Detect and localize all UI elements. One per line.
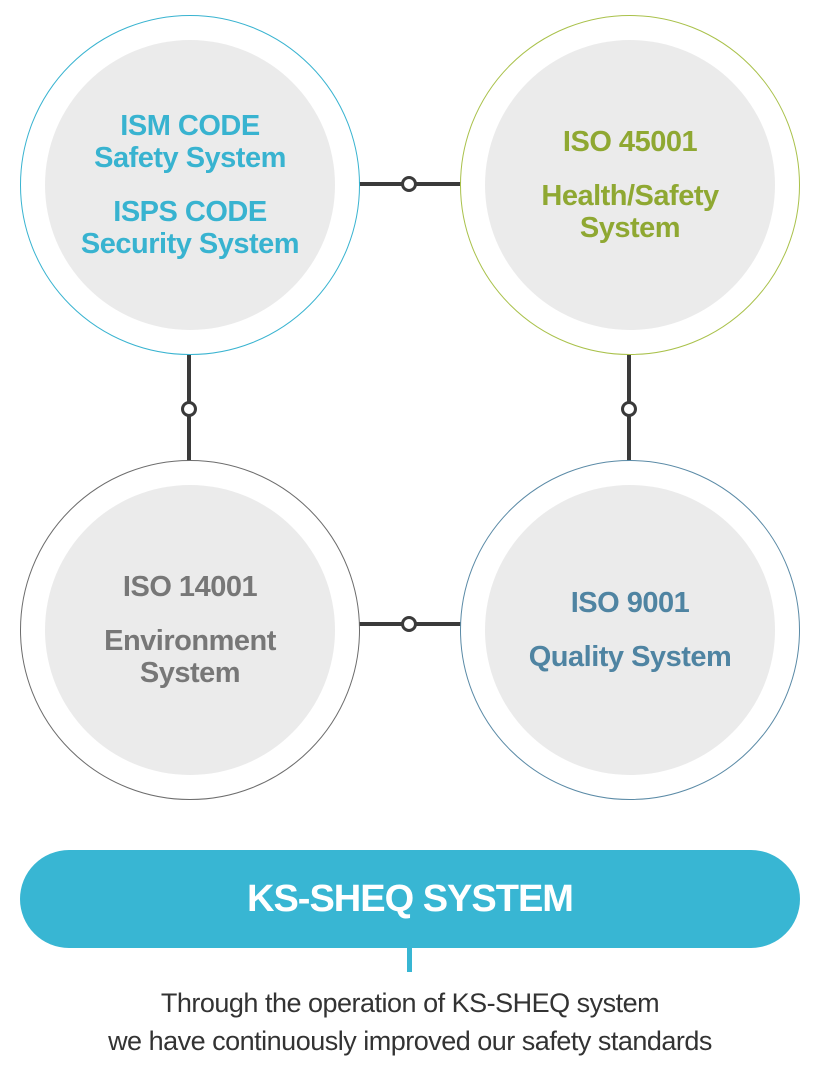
environment-label: Environment System [104, 625, 276, 689]
connector-node-top [401, 176, 417, 192]
iso-45001-label: ISO 45001 [562, 126, 698, 158]
connector-node-bottom [401, 616, 417, 632]
connector-node-right [621, 401, 637, 417]
isps-code-label: ISPS CODE Security System [80, 196, 300, 260]
circle-iso-14001-disc: ISO 14001 Environment System [45, 485, 335, 775]
circle-iso-14001: ISO 14001 Environment System [20, 460, 360, 800]
circle-iso-9001: ISO 9001 Quality System [460, 460, 800, 800]
circle-ism-isps-disc: ISM CODE Safety System ISPS CODE Securit… [45, 40, 335, 330]
connector-node-left [181, 401, 197, 417]
description-line-2: we have continuously improved our safety… [108, 1026, 712, 1056]
circle-iso-45001: ISO 45001 Health/Safety System [460, 15, 800, 355]
health-safety-label: Health/Safety System [541, 180, 719, 244]
iso-9001-label: ISO 9001 [570, 587, 690, 619]
iso-14001-label: ISO 14001 [122, 571, 258, 603]
description: Through the operation of KS-SHEQ system … [0, 984, 820, 1060]
circle-iso-9001-disc: ISO 9001 Quality System [485, 485, 775, 775]
quality-system-label: Quality System [528, 641, 732, 673]
banner-pointer [407, 928, 412, 972]
circle-ism-isps: ISM CODE Safety System ISPS CODE Securit… [20, 15, 360, 355]
circle-iso-45001-disc: ISO 45001 Health/Safety System [485, 40, 775, 330]
description-line-1: Through the operation of KS-SHEQ system [160, 988, 660, 1018]
ism-code-label: ISM CODE Safety System [94, 110, 286, 174]
banner-title: KS-SHEQ SYSTEM [247, 877, 574, 920]
